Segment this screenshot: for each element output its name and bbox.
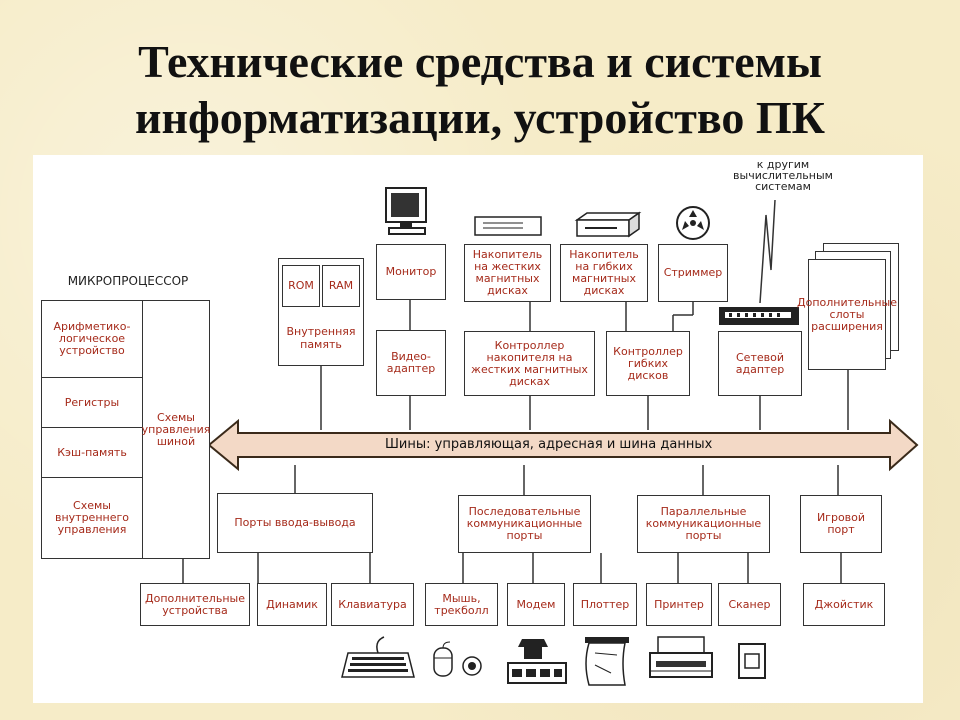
plotter-icon bbox=[585, 637, 629, 686]
monitor-box: Монитор bbox=[376, 244, 446, 300]
connector-lines bbox=[182, 199, 919, 583]
mouse-box: Мышь, трекболл bbox=[425, 583, 498, 626]
network-note: к другим вычислительным системам bbox=[733, 158, 833, 193]
title-line-1: Технические средства и системы bbox=[138, 36, 822, 87]
streamer-icon bbox=[676, 206, 710, 240]
rom-box: ROM bbox=[282, 265, 320, 307]
microprocessor-label: МИКРОПРОЦЕССОР bbox=[67, 274, 189, 288]
cache-box: Кэш-память bbox=[41, 427, 143, 478]
fdd-controller-box: Контроллер гибких дисков bbox=[606, 331, 690, 396]
io-ports-box: Порты ввода-вывода bbox=[217, 493, 373, 553]
internal-control-box: Схемы внутреннего управления bbox=[41, 477, 143, 559]
keyboard-icon bbox=[341, 636, 415, 678]
plotter-box: Плоттер bbox=[573, 583, 637, 626]
diagram-board: МИКРОПРОЦЕССОР Арифметико-логическое уст… bbox=[33, 155, 923, 703]
registers-box: Регистры bbox=[41, 377, 143, 428]
printer-box: Принтер bbox=[646, 583, 712, 626]
keyboard-box: Клавиатура bbox=[331, 583, 414, 626]
streamer-box: Стриммер bbox=[658, 244, 728, 302]
hdd-box: Накопитель на жестких магнитных дисках bbox=[464, 244, 551, 302]
extra-devices-box: Дополнительные устройства bbox=[140, 583, 250, 626]
fdd-icon bbox=[574, 211, 642, 238]
fdd-box: Накопитель на гибких магнитных дисках bbox=[560, 244, 648, 302]
network-adapter-box: Сетевой адаптер bbox=[718, 331, 802, 396]
modem-box: Модем bbox=[507, 583, 565, 626]
joystick-box: Джойстик bbox=[803, 583, 885, 626]
mouse-icon bbox=[433, 641, 482, 677]
alu-box: Арифметико-логическое устройство bbox=[41, 300, 143, 378]
bus-label: Шины: управляющая, адресная и шина данны… bbox=[385, 437, 713, 452]
scanner-icon bbox=[738, 643, 766, 679]
network-device-icon bbox=[719, 307, 799, 325]
video-adapter-box: Видео-адаптер bbox=[376, 330, 446, 396]
modem-icon bbox=[507, 639, 567, 684]
game-port-box: Игровой порт bbox=[800, 495, 882, 553]
internal-memory-label: Внутренняя память bbox=[286, 325, 356, 351]
printer-icon bbox=[649, 636, 713, 678]
scanner-box: Сканер bbox=[718, 583, 781, 626]
expansion-slots-box: Дополнительные слоты расширения bbox=[797, 259, 897, 370]
monitor-icon bbox=[385, 187, 427, 235]
ram-box: RAM bbox=[322, 265, 360, 307]
serial-ports-box: Последовательные коммуникационные порты bbox=[458, 495, 591, 553]
bus-control-box: Схемы управления шиной bbox=[142, 300, 210, 559]
speaker-box: Динамик bbox=[257, 583, 327, 626]
parallel-ports-box: Параллельные коммуникационные порты bbox=[637, 495, 770, 553]
title-line-2: информатизации, устройство ПК bbox=[134, 92, 826, 143]
hdd-controller-box: Контроллер накопителя на жестких магнитн… bbox=[464, 331, 595, 396]
hdd-icon bbox=[474, 216, 542, 236]
page-title: Технические средства и системы информати… bbox=[0, 34, 960, 146]
system-bus-arrow bbox=[207, 418, 919, 472]
